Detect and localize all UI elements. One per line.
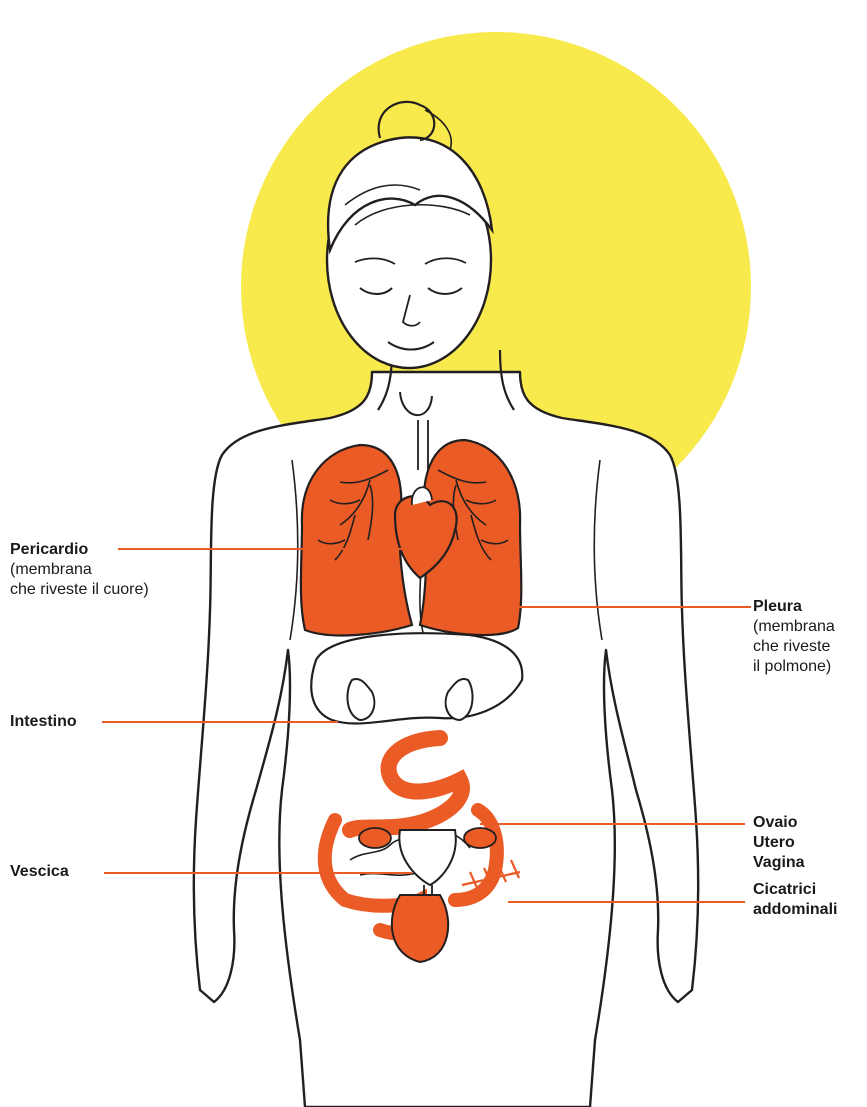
label-pericardio-line1: (membrana	[10, 560, 149, 580]
label-cicatrici-line1: Cicatrici	[753, 880, 837, 900]
label-pericardio-title: Pericardio	[10, 541, 88, 558]
label-intestino: Intestino	[10, 712, 77, 732]
label-cicatrici-line2: addominali	[753, 900, 837, 920]
label-pericardio-line2: che riveste il cuore)	[10, 580, 149, 600]
label-cicatrici: Cicatrici addominali	[753, 880, 837, 920]
ovary-left	[359, 828, 391, 848]
label-pleura-title: Pleura	[753, 598, 802, 615]
ovary-right	[464, 828, 496, 848]
label-vagina: Vagina	[753, 853, 805, 873]
label-pericardio: Pericardio (membrana che riveste il cuor…	[10, 540, 149, 600]
label-pleura-line2: che riveste	[753, 637, 835, 657]
label-reproductive: Ovaio Utero Vagina	[753, 813, 805, 873]
label-utero: Utero	[753, 833, 805, 853]
lung-left	[301, 445, 412, 635]
label-vescica-title: Vescica	[10, 863, 69, 880]
label-pleura-line1: (membrana	[753, 617, 835, 637]
label-intestino-title: Intestino	[10, 713, 77, 730]
label-ovaio: Ovaio	[753, 813, 805, 833]
liver	[311, 633, 522, 723]
label-vescica: Vescica	[10, 862, 69, 882]
label-pleura: Pleura (membrana che riveste il polmone)	[753, 597, 835, 677]
label-pleura-line3: il polmone)	[753, 657, 835, 677]
